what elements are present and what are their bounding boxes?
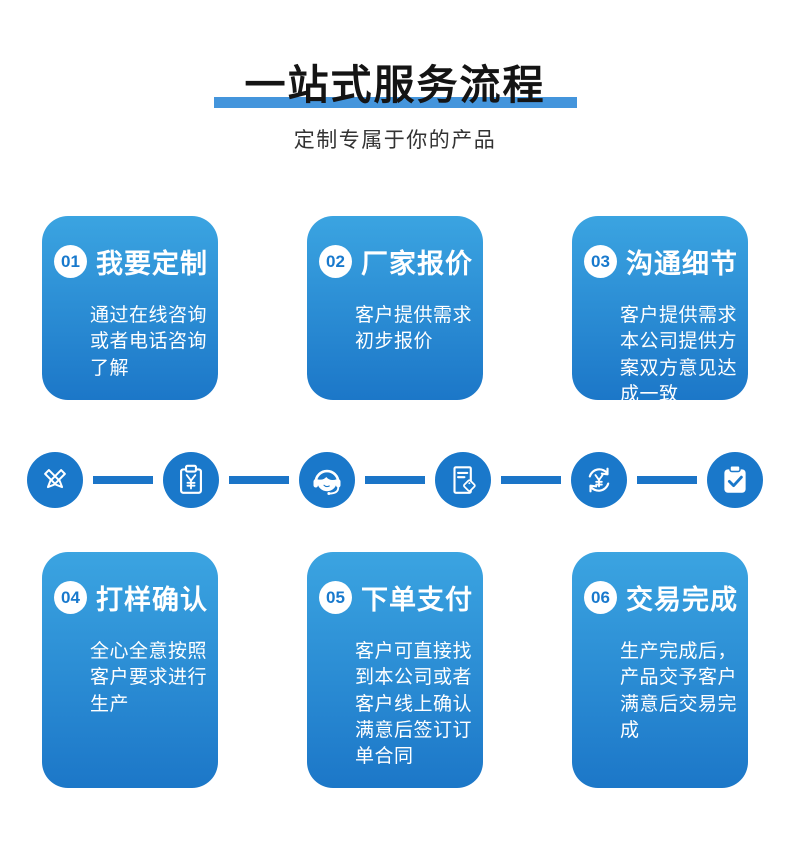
step-description: 全心全意按照客户要求进行生产 bbox=[90, 641, 208, 715]
step-title: 打样确认 bbox=[96, 585, 208, 616]
step-card-header: 06 交易完成 bbox=[584, 578, 740, 617]
step-card-header: 03 沟通细节 bbox=[584, 242, 740, 281]
step-card-3: 03 沟通细节 客户提供需求本公司提供方案双方意见达成一致 bbox=[572, 216, 748, 405]
step-description: 客户可直接找到本公司或者客户线上确认满意后签订订单合同 bbox=[355, 641, 473, 768]
yen-refresh-icon bbox=[571, 452, 627, 509]
document-tag-icon bbox=[435, 452, 491, 509]
step-number-badge: 03 bbox=[584, 245, 617, 279]
step-number-badge: 06 bbox=[584, 581, 617, 615]
step-number-badge: 01 bbox=[54, 245, 87, 279]
step-card-header: 05 下单支付 bbox=[319, 578, 475, 617]
clipboard-check-icon bbox=[707, 452, 763, 509]
page-title: 一站式服务流程 bbox=[244, 62, 546, 108]
step-number-badge: 05 bbox=[319, 581, 352, 615]
step-card-4: 04 打样确认 全心全意按照客户要求进行生产 bbox=[42, 552, 218, 789]
step-number-badge: 02 bbox=[319, 245, 352, 279]
page-subtitle: 定制专属于你的产品 bbox=[293, 129, 497, 153]
steps-row-bottom: 04 打样确认 全心全意按照客户要求进行生产 05 下单支付 客户可直接找到本公… bbox=[0, 552, 790, 789]
step-title: 我要定制 bbox=[96, 249, 208, 280]
step-card-header: 01 我要定制 bbox=[54, 242, 210, 281]
clipboard-yen-icon bbox=[163, 452, 219, 509]
connector-line bbox=[501, 476, 561, 485]
step-description: 通过在线咨询或者电话咨询了解 bbox=[90, 305, 208, 379]
step-card-header: 02 厂家报价 bbox=[319, 242, 475, 281]
step-card-header: 04 打样确认 bbox=[54, 578, 210, 617]
step-title: 下单支付 bbox=[361, 585, 473, 616]
connector-line bbox=[229, 476, 289, 485]
connector-line bbox=[93, 476, 153, 485]
title-block: 一站式服务流程 bbox=[213, 62, 577, 109]
customer-service-headset-icon bbox=[299, 452, 355, 509]
step-description: 客户提供需求本公司提供方案双方意见达成一致 bbox=[620, 305, 738, 405]
step-number-badge: 04 bbox=[54, 581, 87, 615]
step-card-1: 01 我要定制 通过在线咨询或者电话咨询了解 bbox=[42, 216, 218, 401]
step-title: 沟通细节 bbox=[626, 249, 738, 280]
step-description: 生产完成后，产品交予客户满意后交易完成 bbox=[620, 641, 738, 741]
page-header: 一站式服务流程 定制专属于你的产品 bbox=[0, 0, 790, 154]
step-title: 厂家报价 bbox=[361, 249, 473, 280]
step-title: 交易完成 bbox=[626, 585, 738, 616]
connector-line bbox=[365, 476, 425, 485]
steps-row-top: 01 我要定制 通过在线咨询或者电话咨询了解 02 厂家报价 客户提供需求初步报… bbox=[0, 216, 790, 405]
step-card-5: 05 下单支付 客户可直接找到本公司或者客户线上确认满意后签订订单合同 bbox=[307, 552, 483, 789]
step-description: 客户提供需求初步报价 bbox=[355, 305, 473, 353]
title-underline-bar bbox=[213, 97, 577, 109]
step-card-6: 06 交易完成 生产完成后，产品交予客户满意后交易完成 bbox=[572, 552, 748, 789]
process-connector bbox=[0, 452, 790, 509]
step-card-2: 02 厂家报价 客户提供需求初步报价 bbox=[307, 216, 483, 401]
pen-pencil-icon bbox=[27, 452, 83, 509]
connector-line bbox=[637, 476, 697, 485]
